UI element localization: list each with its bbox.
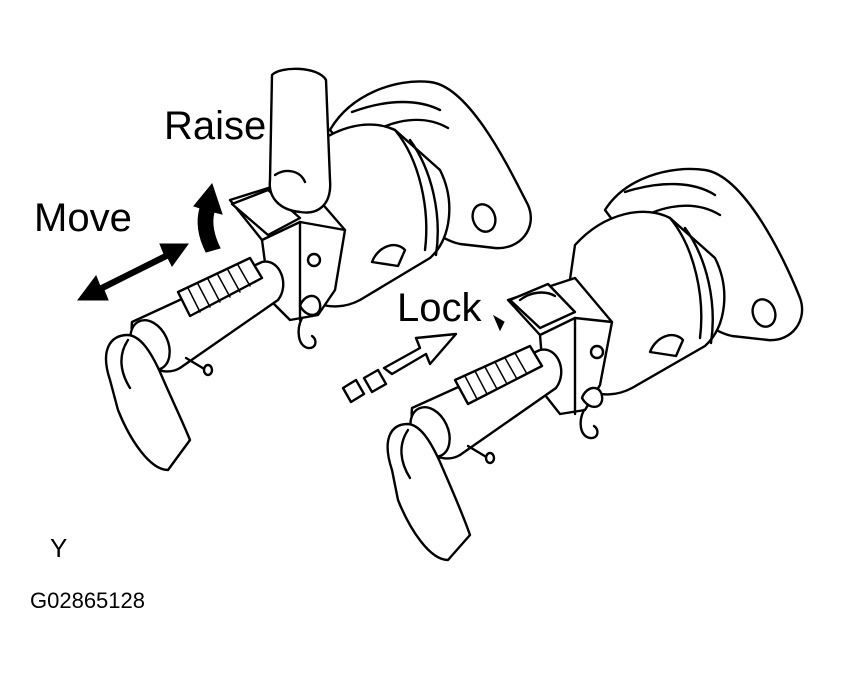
lock-pointer <box>492 314 505 332</box>
left-hand <box>104 333 192 472</box>
right-spring-hook <box>579 408 599 440</box>
move-label: Move <box>34 196 132 240</box>
right-serration <box>453 344 544 406</box>
push-tail-block-2 <box>341 378 366 404</box>
right-cross-pin <box>466 444 490 460</box>
left-spring-hook <box>297 316 317 350</box>
left-window <box>370 243 407 268</box>
right-rivet <box>589 344 605 360</box>
lock-label: Lock <box>397 286 482 330</box>
left-pivot-pin <box>298 294 322 316</box>
raise-arrow-icon <box>193 182 223 253</box>
figure-code-label: G02865128 <box>30 588 145 613</box>
right-hand <box>386 422 472 562</box>
right-window <box>648 333 685 358</box>
raise-label: Raise <box>164 104 267 148</box>
left-rivet <box>306 252 322 268</box>
right-pivot-pin <box>580 386 604 408</box>
left-assembly <box>104 67 532 472</box>
left-lever <box>230 188 302 237</box>
push-direction-arrow-icon <box>341 332 458 404</box>
right-flange-hole <box>751 298 777 328</box>
right-assembly <box>386 167 804 562</box>
left-cross-pin <box>184 356 208 372</box>
move-double-arrow-icon <box>77 243 189 301</box>
left-flange-hole <box>471 203 497 233</box>
left-thumb <box>268 67 332 214</box>
left-serration <box>176 256 264 318</box>
view-letter-label: Y <box>50 533 68 563</box>
push-tail-block-1 <box>362 368 388 394</box>
